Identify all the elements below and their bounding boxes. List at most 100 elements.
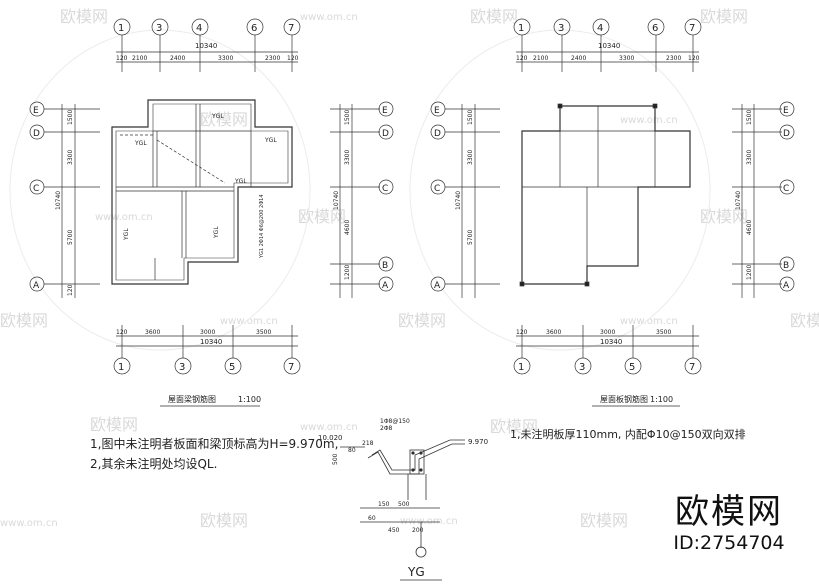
axis-A-label: A (33, 281, 40, 291)
axis-E-label: E (33, 106, 39, 116)
dim-text: 120 (516, 329, 528, 336)
dim-text: 2400 (571, 55, 586, 62)
axis-3-label: 3 (179, 362, 185, 373)
axis-A-label: A (382, 281, 389, 291)
beam-label-ygl: YGL (123, 228, 130, 241)
watermark-url: www.om.cn (0, 518, 58, 529)
left-total-dim: 10740 (455, 191, 462, 210)
watermark-text: 欧模网 (298, 207, 346, 226)
note-left-1: 1,图中未注明者板面和梁顶标高为H=9.970m, (90, 436, 338, 451)
dim-text: 120 (116, 329, 128, 336)
axis-4-label: 4 (196, 23, 202, 34)
dim-text: 3000 (200, 329, 215, 336)
section-elev-right: 9.970 (468, 438, 488, 446)
brand-name: 欧模网 (675, 492, 783, 532)
watermark-text: 欧模网 (200, 110, 248, 129)
axis-1-label: 1 (118, 362, 124, 373)
watermark-text: 欧模网 (200, 511, 248, 530)
slab-plan-scale: 1:100 (650, 395, 673, 404)
dim-text: 3300 (746, 150, 753, 165)
axis-6-label: 6 (251, 23, 257, 34)
brand-id: ID:2754704 (673, 532, 785, 554)
watermark-text: 欧模网 (398, 311, 446, 330)
beam-plan-scale: 1:100 (238, 395, 261, 404)
dim-text: 3300 (467, 150, 474, 165)
top-total-dim: 10340 (195, 42, 217, 50)
axis-D-label: D (33, 129, 40, 139)
beam-plan-title: 屋面梁钢筋图 (168, 394, 216, 404)
section-dim: 500 (398, 501, 410, 508)
axis-D-label: D (382, 129, 389, 139)
axis-B-label: B (783, 261, 789, 271)
beam-plan: 1 3 4 6 7 10340 120 2100 2400 3300 2300 … (29, 18, 394, 407)
watermark-url: www.om.cn (400, 516, 458, 527)
watermark-url: www.om.cn (300, 12, 358, 23)
beam-label-ygl: YGL (213, 226, 220, 239)
dim-text: 3500 (256, 329, 271, 336)
left-total-dim: 10740 (55, 191, 62, 210)
dim-text: 2100 (132, 55, 147, 62)
slab-plan: 1 3 4 6 7 10340 120 2100 2400 3300 2300 … (430, 18, 795, 407)
axis-E-label: E (434, 106, 440, 116)
dim-text: 3300 (218, 55, 233, 62)
axis-A-label: A (783, 281, 790, 291)
dim-text: 1500 (67, 110, 74, 125)
right-total-dim: 10740 (735, 191, 742, 210)
section-dim: 80 (348, 447, 356, 454)
section-dim: 500 (332, 453, 339, 465)
top-total-dim: 10340 (598, 42, 620, 50)
section-dim: 150 (378, 501, 390, 508)
axis-7-label: 7 (689, 23, 695, 34)
left-axis-labels: E D C A (29, 101, 45, 292)
axis-7-label: 7 (288, 362, 294, 373)
axis-B-label: B (382, 261, 388, 271)
note-left-2: 2,其余未注明处均设QL. (90, 456, 217, 471)
axis-C-label: C (434, 184, 440, 194)
beam-label-ygl: YGL (134, 140, 147, 147)
watermark-layer: 欧模网 www.om.cn 欧模网 欧模网 欧模网 www.om.cn www.… (0, 7, 819, 530)
dim-text: 5700 (467, 230, 474, 245)
watermark-text: 欧模网 (790, 311, 819, 330)
axis-5-label: 5 (229, 362, 235, 373)
section-dim: 218 (362, 440, 374, 447)
axis-1-label: 1 (518, 362, 524, 373)
section-dim: 60 (368, 515, 376, 522)
bottom-total-dim: 10340 (200, 338, 222, 346)
axis-7-label: 7 (288, 23, 294, 34)
dim-text: 120 (116, 55, 128, 62)
axis-3-label: 3 (156, 23, 162, 34)
axis-4-label: 4 (597, 23, 603, 34)
axis-A-label: A (434, 281, 441, 291)
dim-text: 3300 (344, 150, 351, 165)
dim-text: 3300 (67, 150, 74, 165)
dim-text: 3300 (619, 55, 634, 62)
axis-3-label: 3 (579, 362, 585, 373)
note-right-1: 1,未注明板厚110mm, 内配Φ10@150双向双排 (510, 427, 746, 441)
dim-text: 1500 (344, 110, 351, 125)
axis-C-label: C (382, 184, 388, 194)
axis-6-label: 6 (652, 23, 658, 34)
dim-text: 120 (67, 284, 74, 296)
yg-section-detail: 1Φ8@150 2Φ8 10.020 9.970 218 500 80 150 … (318, 418, 488, 581)
section-rebar-label: 1Φ8@150 (380, 418, 410, 425)
watermark-url: www.om.cn (620, 115, 678, 126)
section-label-yg: YG (407, 565, 425, 579)
axis-5-label: 5 (629, 362, 635, 373)
dim-text: 120 (688, 55, 700, 62)
watermark-text: 欧模网 (60, 7, 108, 26)
axis-1-label: 1 (118, 23, 124, 34)
dim-text: 1200 (746, 265, 753, 280)
axis-D-label: D (434, 129, 441, 139)
bottom-total-dim: 10340 (600, 338, 622, 346)
watermark-text: 欧模网 (490, 417, 538, 436)
dim-text: 120 (516, 55, 528, 62)
dim-text: 4600 (344, 220, 351, 235)
watermark-url: www.om.cn (300, 422, 358, 433)
watermark-text: 欧模网 (580, 511, 628, 530)
axis-D-label: D (783, 129, 790, 139)
watermark-text: 欧模网 (470, 7, 518, 26)
axis-C-label: C (33, 184, 39, 194)
dim-text: 3000 (600, 329, 615, 336)
axis-C-label: C (783, 184, 789, 194)
